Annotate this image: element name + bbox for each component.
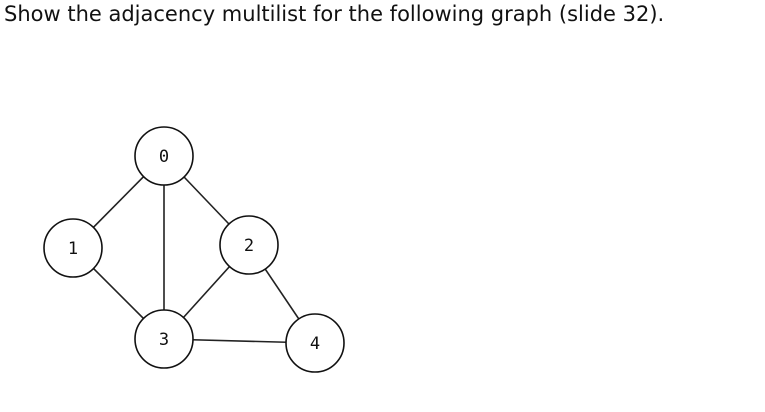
node-label: 3	[159, 330, 169, 350]
node-3: 3	[134, 309, 194, 369]
node-circle	[43, 218, 103, 278]
node-circle	[285, 313, 345, 373]
node-circle	[219, 215, 279, 275]
edge-group	[72, 155, 316, 344]
node-4: 4	[285, 313, 345, 373]
node-group: 0 1 2 3 4	[43, 126, 345, 373]
node-label: 2	[244, 236, 254, 256]
node-0: 0	[134, 126, 194, 186]
node-label: 4	[310, 334, 320, 354]
node-circle	[134, 309, 194, 369]
node-1: 1	[43, 218, 103, 278]
node-circle	[134, 126, 194, 186]
node-2: 2	[219, 215, 279, 275]
node-label: 0	[159, 147, 169, 167]
node-label: 1	[68, 239, 78, 259]
question-text: Show the adjacency multilist for the fol…	[4, 2, 665, 26]
